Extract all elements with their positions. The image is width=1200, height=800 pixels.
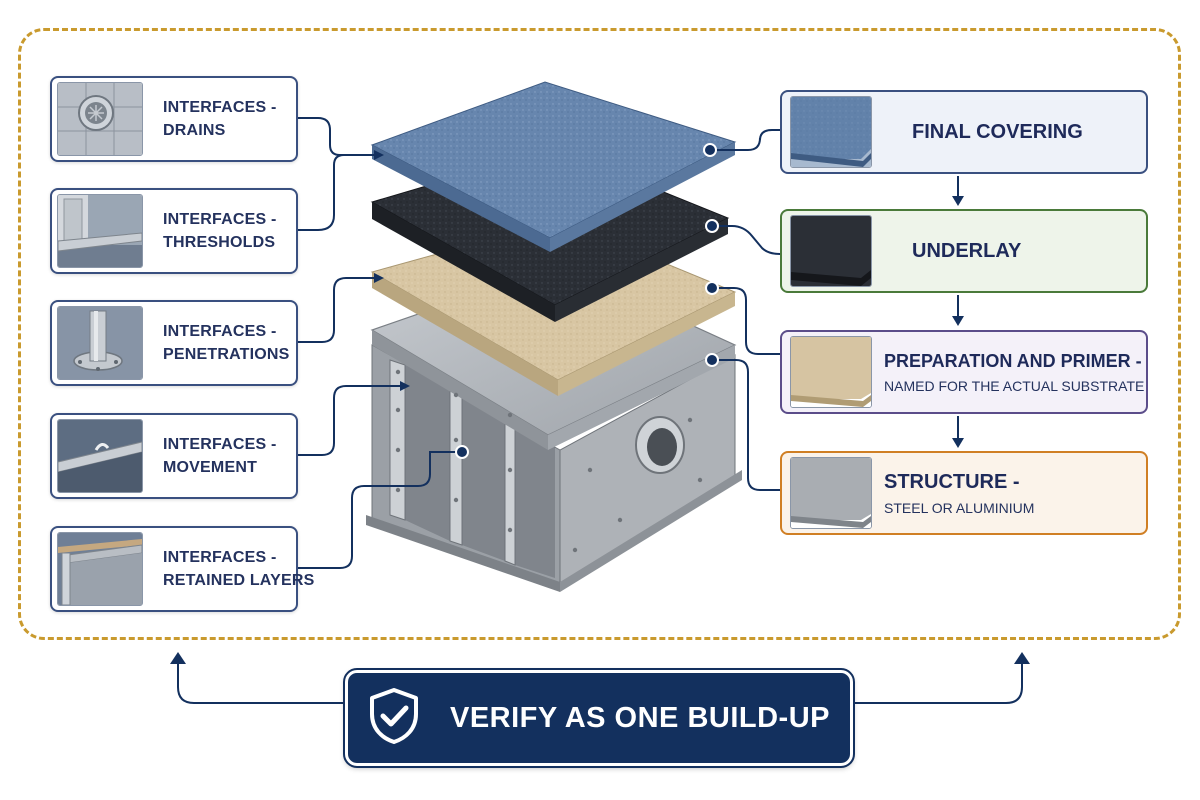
interface-thresholds-line1: INTERFACES -: [163, 211, 277, 228]
drain-icon: [57, 82, 143, 156]
structure-swatch: [790, 457, 872, 529]
preparation-primer-subtitle: NAMED FOR THE ACTUAL SUBSTRATE: [884, 377, 1145, 394]
preparation-primer-title: PREPARATION AND PRIMER -: [884, 350, 1142, 371]
build-up-frame: [18, 28, 1181, 640]
interface-penetrations-line2: PENETRATIONS: [163, 346, 290, 363]
retained-layers-icon: [57, 532, 143, 606]
preparation-primer-swatch: [790, 336, 872, 408]
final-covering-card: FINAL COVERING: [780, 90, 1148, 174]
interface-drains-line2: DRAINS: [163, 122, 226, 139]
structure-card: STRUCTURE - STEEL OR ALUMINIUM: [780, 451, 1148, 535]
final-covering-layer: [370, 81, 737, 252]
final-covering-swatch: [790, 96, 872, 168]
interface-drains-line1: INTERFACES -: [163, 99, 277, 116]
interface-penetrations-line1: INTERFACES -: [163, 323, 277, 340]
shield-check-icon: [368, 687, 420, 750]
verify-build-up-banner: VERIFY AS ONE BUILD-UP: [343, 668, 855, 768]
interface-thresholds-line2: THRESHOLDS: [163, 234, 276, 251]
final-covering-title: FINAL COVERING: [912, 120, 1083, 143]
interface-retained-layers-line1: INTERFACES -: [163, 549, 277, 566]
penetration-icon: [57, 306, 143, 380]
interface-retained-layers-card: INTERFACES - RETAINED LAYERS: [50, 526, 314, 612]
interface-movement-card: INTERFACES - MOVEMENT: [50, 413, 298, 499]
structure-subtitle: STEEL OR ALUMINIUM: [884, 499, 1035, 516]
structure-title: STRUCTURE -: [884, 470, 1020, 493]
interface-retained-layers-line2: RETAINED LAYERS: [163, 572, 315, 589]
threshold-icon: [57, 194, 143, 268]
interface-penetrations-card: INTERFACES - PENETRATIONS: [50, 300, 298, 386]
preparation-primer-card: PREPARATION AND PRIMER - NAMED FOR THE A…: [780, 330, 1148, 414]
interface-movement-line2: MOVEMENT: [163, 459, 258, 476]
verify-label: VERIFY AS ONE BUILD-UP: [450, 701, 830, 734]
interface-thresholds-card: INTERFACES - THRESHOLDS: [50, 188, 298, 274]
movement-joint-icon: [57, 419, 143, 493]
underlay-swatch: [790, 215, 872, 287]
underlay-card: UNDERLAY: [780, 209, 1148, 293]
interface-drains-card: INTERFACES - DRAINS: [50, 76, 298, 162]
interface-movement-line1: INTERFACES -: [163, 436, 277, 453]
underlay-title: UNDERLAY: [912, 239, 1022, 262]
